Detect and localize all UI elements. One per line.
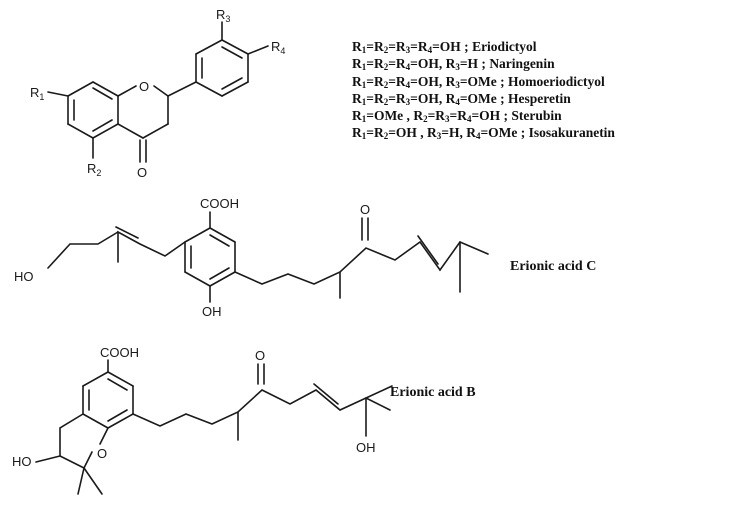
legend-row: R1=OMe , R2=R3=R4=OH ; Sterubin xyxy=(352,108,562,125)
erionic-b-cooh: COOH xyxy=(100,345,139,360)
erionic-b-ho: HO xyxy=(12,454,32,469)
legend-row: R1=R2=R4=OH, R3=H ; Naringenin xyxy=(352,56,555,73)
legend-row: R1=R2=OH , R3=H, R4=OMe ; Isosakuranetin xyxy=(352,125,615,142)
erionic-b-aromatic-ring xyxy=(82,371,134,429)
flavanone-ketone-oxygen: O xyxy=(137,165,147,180)
flavanone-ring-oxygen: O xyxy=(139,79,149,94)
compound-name: Naringenin xyxy=(489,56,555,72)
erionic-acid-c-label: Erionic acid C xyxy=(510,259,597,274)
b-ring xyxy=(167,39,249,97)
a-ring xyxy=(67,81,119,139)
legend-row: R1=R2=R3=OH, R4=OMe ; Hesperetin xyxy=(352,90,571,107)
compound-name: Isosakuranetin xyxy=(528,125,615,141)
erionic-acid-b-label: Erionic acid B xyxy=(390,385,476,400)
erionic-b-oh: OH xyxy=(356,440,376,455)
erionic-c-cooh: COOH xyxy=(200,196,239,211)
r4-label: R4 xyxy=(271,39,285,56)
r2-label: R2 xyxy=(87,161,101,178)
erionic-b-ring-oxygen: O xyxy=(97,446,107,461)
compound-name: Sterubin xyxy=(511,108,562,124)
erionic-c-oh: OH xyxy=(202,304,222,319)
compound-name: Homoeriodictyol xyxy=(508,73,605,89)
legend-row: R1=R2=R4=OH, R3=OMe ; Homoeriodictyol xyxy=(352,73,605,90)
erionic-c-aromatic-ring xyxy=(184,227,236,287)
c-ring xyxy=(117,85,169,163)
compound-name: Hesperetin xyxy=(508,90,571,106)
r1-label: R1 xyxy=(30,85,44,102)
r3-label: R3 xyxy=(216,7,230,24)
legend-row: R1=R2=R3=R4=OH ; Eriodictyol xyxy=(352,39,537,55)
compound-name: Eriodictyol xyxy=(472,39,537,54)
erionic-c-ketone-oxygen: O xyxy=(360,202,370,217)
erionic-b-ketone-oxygen: O xyxy=(255,348,265,363)
erionic-c-ho: HO xyxy=(14,269,34,284)
